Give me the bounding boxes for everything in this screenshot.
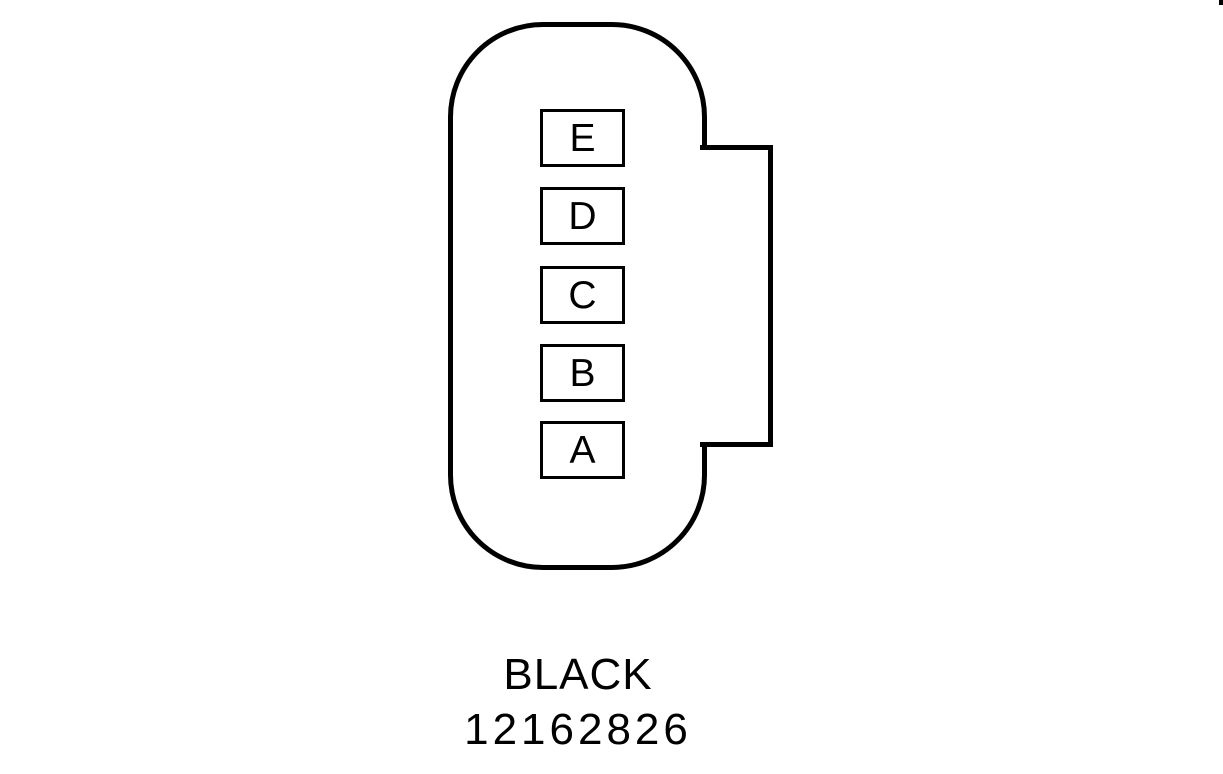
connector-part-number: 12162826 <box>464 705 692 754</box>
pin-label-C: C <box>568 273 597 317</box>
pin-cavity-D: D <box>540 187 625 245</box>
clipped-edge-artifact <box>1219 0 1223 5</box>
pin-label-A: A <box>569 428 596 472</box>
pin-cavity-E: E <box>540 109 625 167</box>
connector-lock-tab <box>700 145 773 447</box>
pin-cavity-A: A <box>540 421 625 479</box>
pin-label-D: D <box>568 194 597 238</box>
connector-color-label: BLACK <box>503 650 653 699</box>
pin-cavity-C: C <box>540 266 625 324</box>
pin-label-B: B <box>569 351 596 395</box>
pin-cavity-B: B <box>540 344 625 402</box>
pin-label-E: E <box>569 116 596 160</box>
